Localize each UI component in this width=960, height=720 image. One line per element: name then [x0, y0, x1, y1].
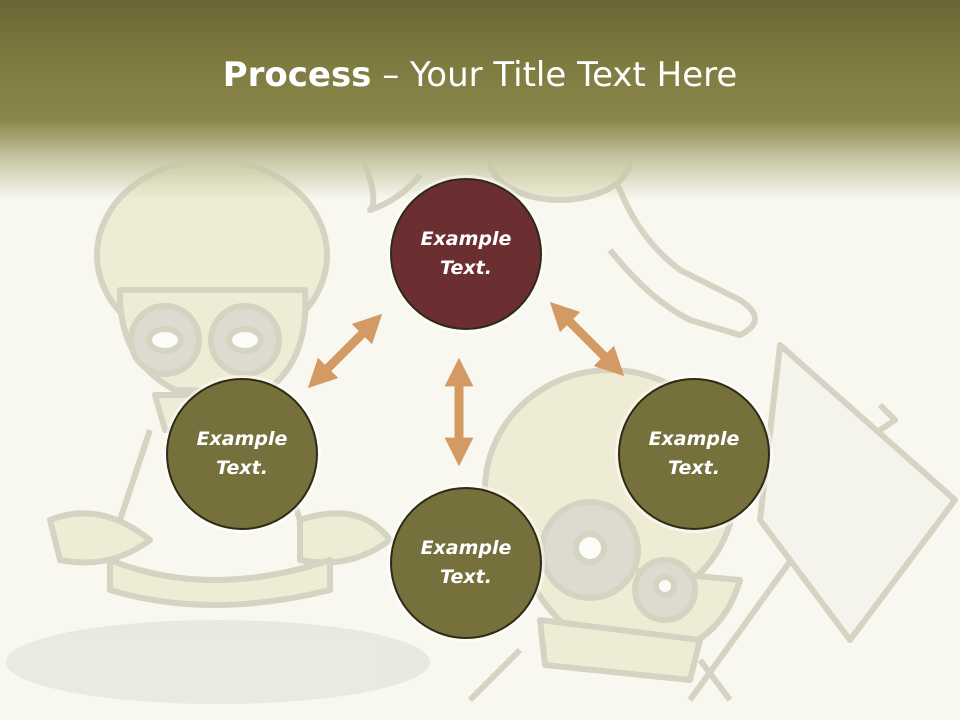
arrow-top-right — [549, 301, 625, 377]
process-node-top-label: Example Text. — [420, 228, 512, 279]
arrow-top-left — [307, 313, 383, 389]
process-node-left[interactable]: Example Text. — [166, 378, 318, 530]
process-node-right[interactable]: Example Text. — [618, 378, 770, 530]
title-bar — [0, 0, 960, 200]
process-node-left-label: Example Text. — [196, 428, 288, 479]
process-node-right-label: Example Text. — [648, 428, 740, 479]
process-node-top[interactable]: Example Text. — [390, 178, 542, 330]
title-bold: Process — [222, 55, 372, 95]
title-rest: – Your Title Text Here — [371, 55, 738, 95]
slide-title: Process – Your Title Text Here — [0, 52, 960, 98]
process-node-bottom[interactable]: Example Text. — [390, 487, 542, 639]
process-node-bottom-label: Example Text. — [420, 537, 512, 588]
